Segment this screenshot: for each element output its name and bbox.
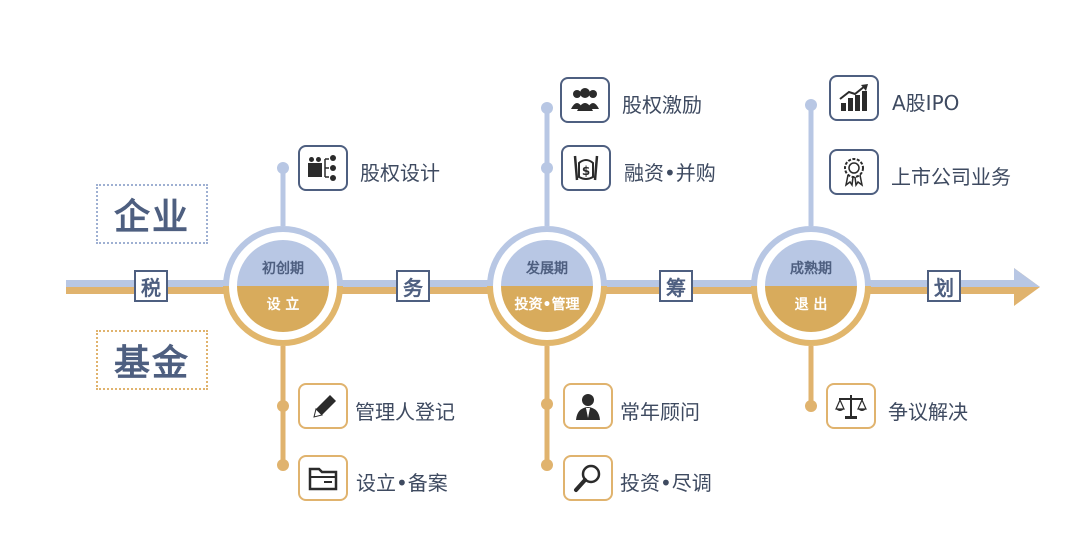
company-label: 企业 xyxy=(96,184,208,244)
axis-char-design: 划 xyxy=(927,270,961,302)
org-chart-icon xyxy=(298,145,348,191)
item-perennial-advisor: 常年顾问 xyxy=(620,400,700,424)
item-a-share-ipo: A股IPO xyxy=(892,91,960,115)
fund-label: 基金 xyxy=(96,330,208,390)
item-listed-company-business: 上市公司业务 xyxy=(891,165,1011,189)
axis-char-affairs: 务 xyxy=(396,270,430,302)
certificate-badge-icon xyxy=(829,149,879,195)
team-icon xyxy=(560,77,610,123)
item-dispute-resolution: 争议解决 xyxy=(888,400,968,424)
item-manager-registration: 管理人登记 xyxy=(355,400,455,424)
growth-chart-icon xyxy=(829,75,879,121)
axis-char-tax: 税 xyxy=(134,270,168,302)
folder-icon xyxy=(298,455,348,501)
item-equity-incentive: 股权激励 xyxy=(622,93,702,117)
axis-char-plan: 筹 xyxy=(659,270,693,302)
item-financing-ma: 融资•并购 xyxy=(624,161,716,185)
item-investment-due-diligence: 投资•尽调 xyxy=(620,471,712,495)
stage-startup: 初创期 设 立 xyxy=(223,226,343,346)
advisor-icon xyxy=(563,383,613,429)
stage-growth-title: 发展期 xyxy=(526,261,568,277)
stage-growth: 发展期 投资•管理 xyxy=(487,226,607,346)
stage-mature-subtitle: 退 出 xyxy=(794,297,828,313)
stage-mature: 成熟期 退 出 xyxy=(751,226,871,346)
scales-icon xyxy=(826,383,876,429)
money-bag-icon: $ xyxy=(561,145,611,191)
pen-icon xyxy=(298,383,348,429)
stage-mature-title: 成熟期 xyxy=(790,261,832,277)
stage-growth-subtitle: 投资•管理 xyxy=(514,297,580,313)
stage-startup-subtitle: 设 立 xyxy=(266,297,300,313)
item-equity-design: 股权设计 xyxy=(360,161,440,185)
svg-text:$: $ xyxy=(582,164,590,178)
stage-startup-title: 初创期 xyxy=(262,261,304,277)
magnifier-icon xyxy=(563,455,613,501)
item-establishment-filing: 设立•备案 xyxy=(356,471,448,495)
